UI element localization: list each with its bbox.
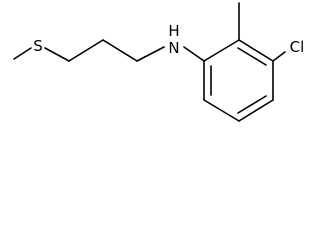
ring-bond-2 xyxy=(238,39,274,62)
chemical-structure: S H N Cl xyxy=(13,2,305,122)
atom-label-chlorine: Cl xyxy=(290,38,305,56)
bond-ring-cl xyxy=(272,51,286,62)
bond-methyl-s xyxy=(13,47,32,60)
atom-label-nitrogen: N xyxy=(168,39,179,57)
bond-c2-c3 xyxy=(102,39,138,62)
bond-s-c1 xyxy=(44,47,70,62)
ring-bond-5 xyxy=(203,99,240,122)
bond-n-ring xyxy=(183,46,205,62)
atom-label-sulfur: S xyxy=(33,37,43,55)
ring-bond-4 xyxy=(238,99,274,122)
ring-double-bond-top xyxy=(237,47,267,66)
ring-double-bond-bottom xyxy=(237,95,267,114)
bond-c1-c2 xyxy=(68,39,104,62)
atom-label-hydrogen: H xyxy=(168,22,179,40)
bond-c3-n xyxy=(136,46,165,62)
ring-bond-1 xyxy=(203,39,240,62)
